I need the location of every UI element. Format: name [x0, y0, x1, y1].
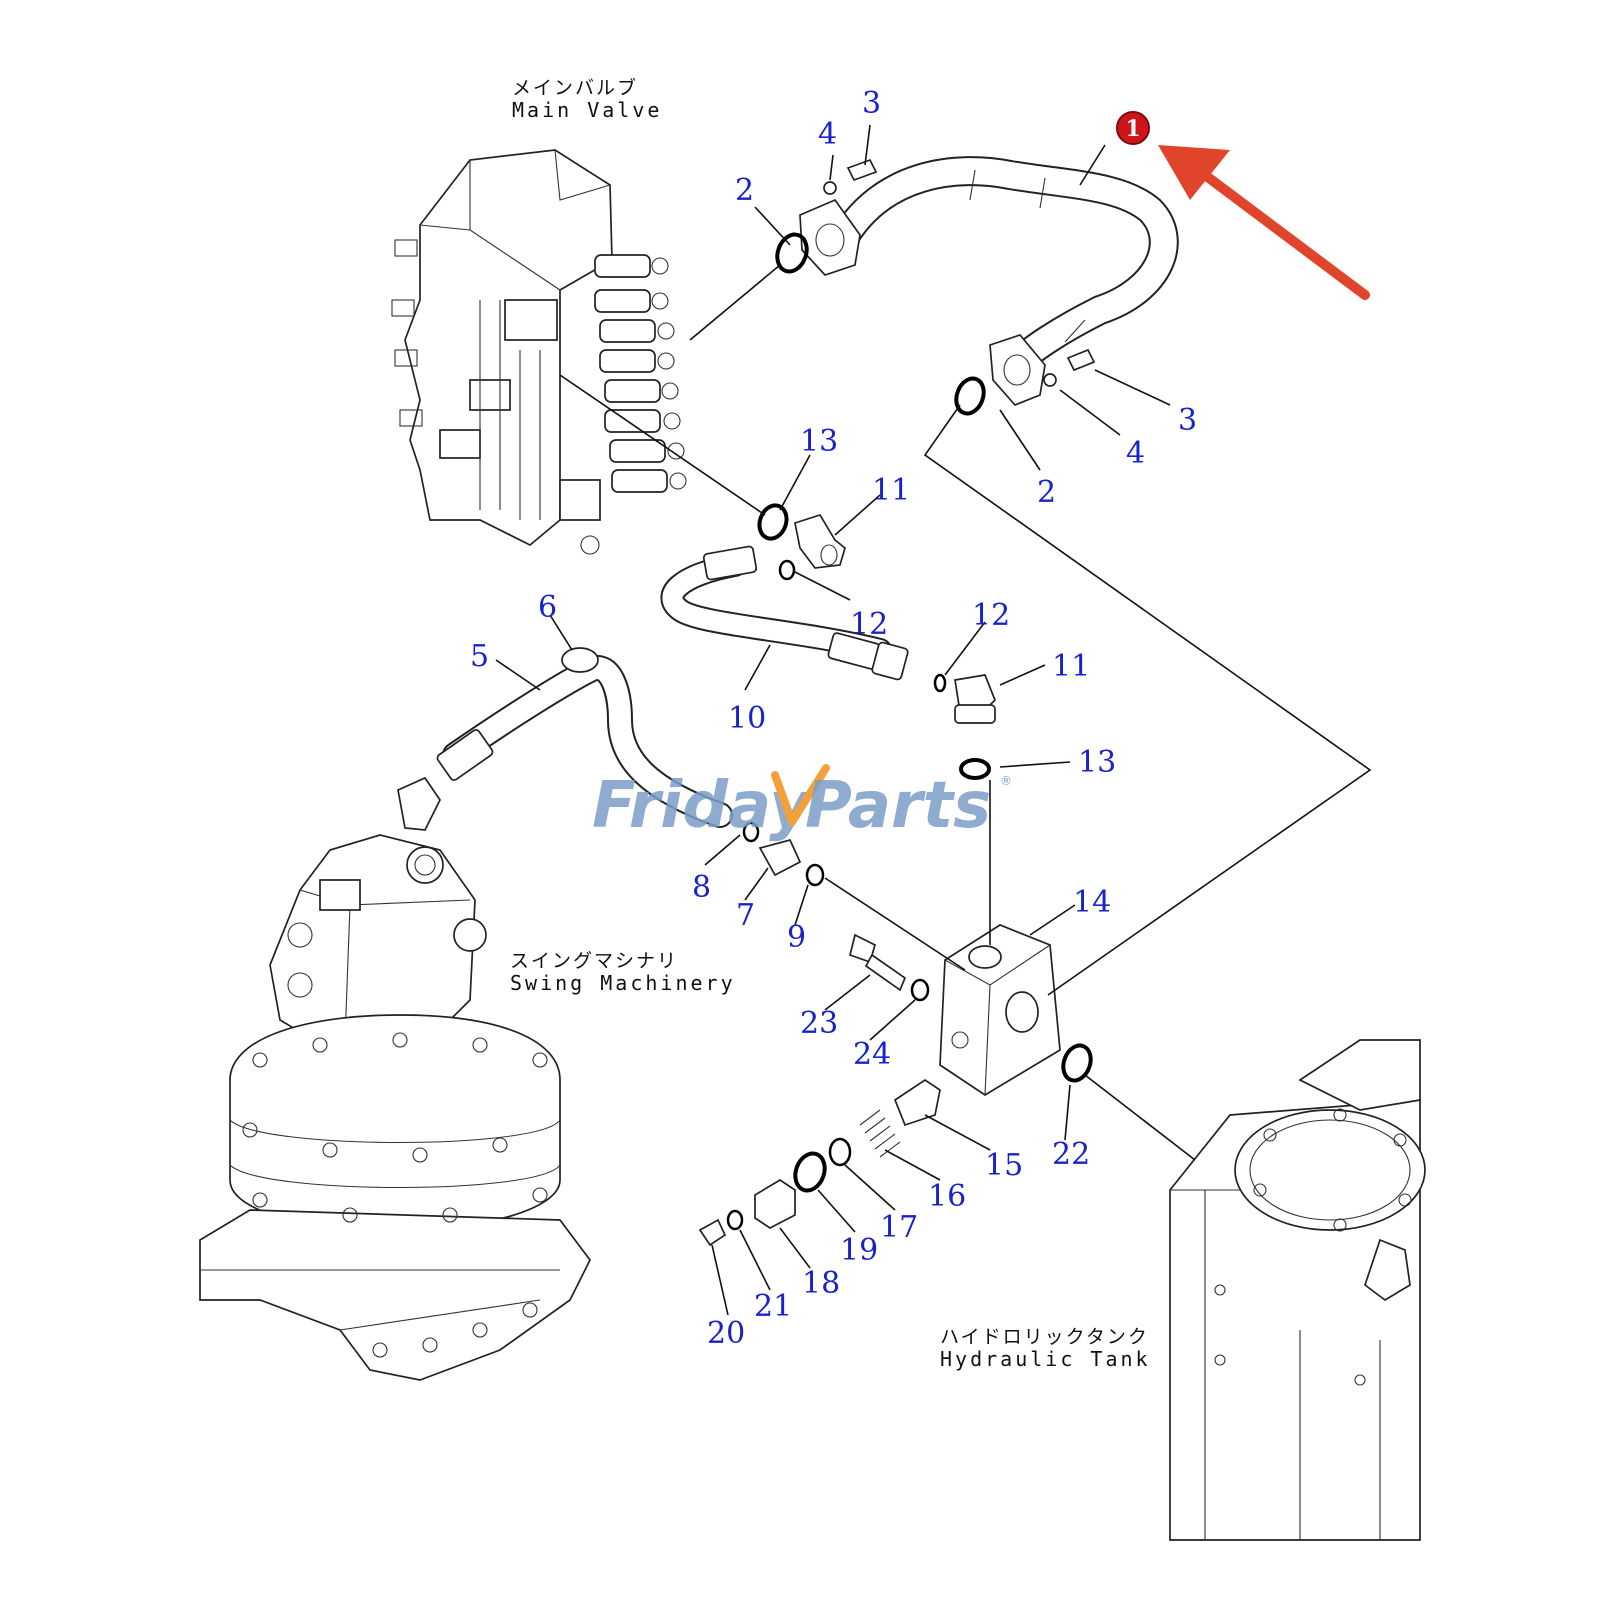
part-number: 3 — [1178, 403, 1197, 438]
valve-block-14-drawing — [939, 924, 1061, 1097]
part-number: 13 — [800, 424, 838, 459]
o-ring-2 — [954, 376, 986, 416]
main-valve-caption-jp: メインバルブ — [512, 76, 638, 99]
part-number: 6 — [538, 590, 557, 625]
part-number: 24 — [853, 1037, 891, 1072]
part-number: 13 — [1078, 745, 1116, 780]
elbow-11-drawing — [794, 513, 996, 724]
highlight-arrow-icon — [1158, 145, 1370, 300]
part-number: 4 — [818, 117, 837, 152]
watermark-text-part2: Parts — [805, 769, 991, 843]
part-number: 8 — [692, 870, 711, 905]
o-ring-12 — [778, 559, 796, 581]
o-ring-12 — [933, 673, 947, 693]
part-number: 14 — [1073, 885, 1111, 920]
hydraulic-tank-drawing — [1169, 1039, 1426, 1541]
spring-16-drawing — [859, 1109, 901, 1158]
o-ring-2 — [775, 232, 809, 274]
part-number: 23 — [800, 1006, 838, 1041]
part-number: 15 — [985, 1148, 1023, 1183]
main-valve-drawing — [391, 149, 687, 555]
poppet-15-drawing — [893, 1078, 941, 1127]
fitting-7-drawing — [742, 821, 802, 877]
part-number: 12 — [850, 607, 888, 642]
o-ring-19 — [793, 1151, 827, 1193]
part-1-callout-badge: 1 — [1116, 111, 1150, 145]
bolt-23-drawing — [848, 933, 907, 992]
part-number: 12 — [972, 598, 1010, 633]
part-number: 9 — [787, 920, 806, 955]
o-ring-22 — [1061, 1043, 1093, 1083]
o-ring-13 — [959, 758, 991, 780]
part-number: 4 — [1126, 436, 1145, 471]
pipe-1-drawing — [799, 156, 1179, 407]
part-number: 2 — [1037, 475, 1056, 510]
part-number: 5 — [470, 639, 489, 674]
part-number: 16 — [928, 1179, 966, 1214]
washer-21 — [726, 1209, 744, 1231]
bolt-20-drawing — [698, 1218, 727, 1247]
part-number: 22 — [1052, 1137, 1090, 1172]
part-number: 7 — [736, 898, 755, 933]
hose-10-drawing — [660, 545, 909, 681]
main-valve-caption-en: Main Valve — [512, 98, 662, 122]
part-number: 18 — [802, 1266, 840, 1301]
swing-machinery-drawing — [199, 834, 591, 1381]
part-1-callout-number: 1 — [1125, 116, 1140, 142]
swing-machinery-caption-jp: スイングマシナリ — [510, 950, 678, 972]
leader-lines — [495, 124, 1372, 1316]
cover-18-drawing — [754, 1178, 796, 1229]
watermark-registered-mark: ® — [1000, 774, 1012, 788]
part-number: 3 — [862, 86, 881, 121]
part-number: 17 — [880, 1210, 918, 1245]
o-ring-13 — [757, 503, 789, 541]
part-number: 10 — [728, 701, 766, 736]
hose-5-drawing — [397, 647, 733, 831]
part-number: 20 — [707, 1316, 745, 1351]
hydraulic-tank-caption-jp: ハイドロリックタンク — [940, 1326, 1149, 1348]
shim-17 — [828, 1137, 852, 1167]
swing-machinery-caption-en: Swing Machinery — [510, 971, 736, 995]
part-number: 11 — [872, 473, 910, 508]
washer-24 — [910, 978, 930, 1002]
hydraulic-tank-caption-en: Hydraulic Tank — [940, 1347, 1151, 1371]
watermark-checkmark-icon — [771, 764, 830, 826]
part-number: 2 — [735, 173, 754, 208]
watermark-logo: Friday Parts ® — [592, 764, 1012, 843]
part-number: 11 — [1052, 649, 1090, 684]
o-ring-9 — [805, 863, 825, 887]
part-number: 19 — [840, 1233, 878, 1268]
part-number: 21 — [754, 1289, 792, 1324]
